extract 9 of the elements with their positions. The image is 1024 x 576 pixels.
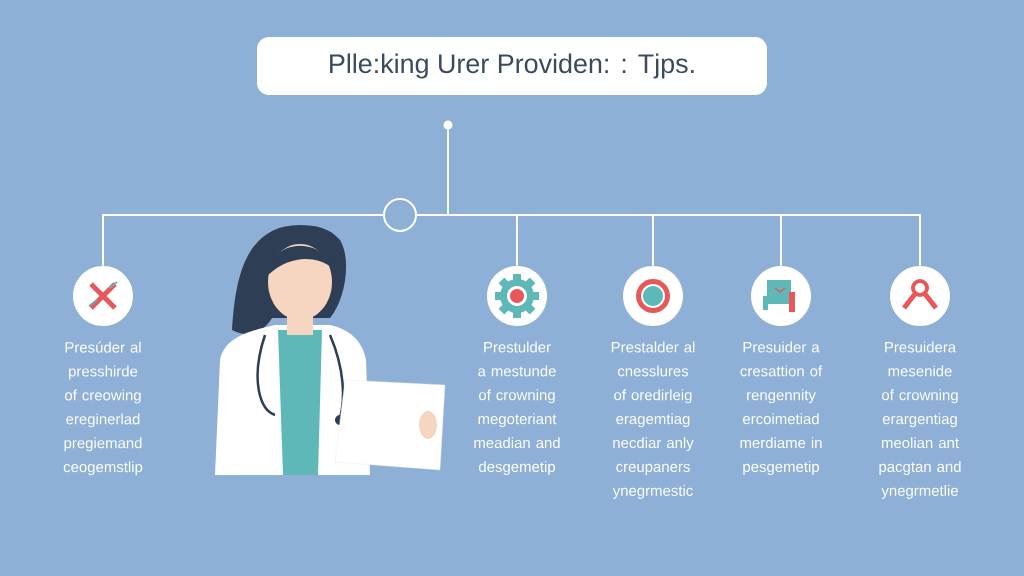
description-text: Presuidera mesenide of crowning erargentiag meolian ant pacgtan and ynegrmetlie <box>879 341 961 499</box>
connector-line <box>416 214 921 267</box>
description-text: Prestulder a mestunde of crowning megoteriant meadian and desgemetip <box>474 341 560 475</box>
description-text: Presuider a cresattion of rengennity ercoimetiad merdiame in pesgemetip <box>740 341 823 475</box>
hub-circle <box>383 198 417 232</box>
description-text: Presúder al presshirde of creowing ereginerlad pregiemand ceogemstlip <box>63 341 143 476</box>
title-box: Plle:king Urer Providen: : Tjps. <box>257 37 767 95</box>
description-text: Prestalder al cnesslures of oredirleig eragemtiag necdiar anly creupaners ynegrmestic <box>611 341 695 499</box>
connector-line <box>102 214 384 267</box>
